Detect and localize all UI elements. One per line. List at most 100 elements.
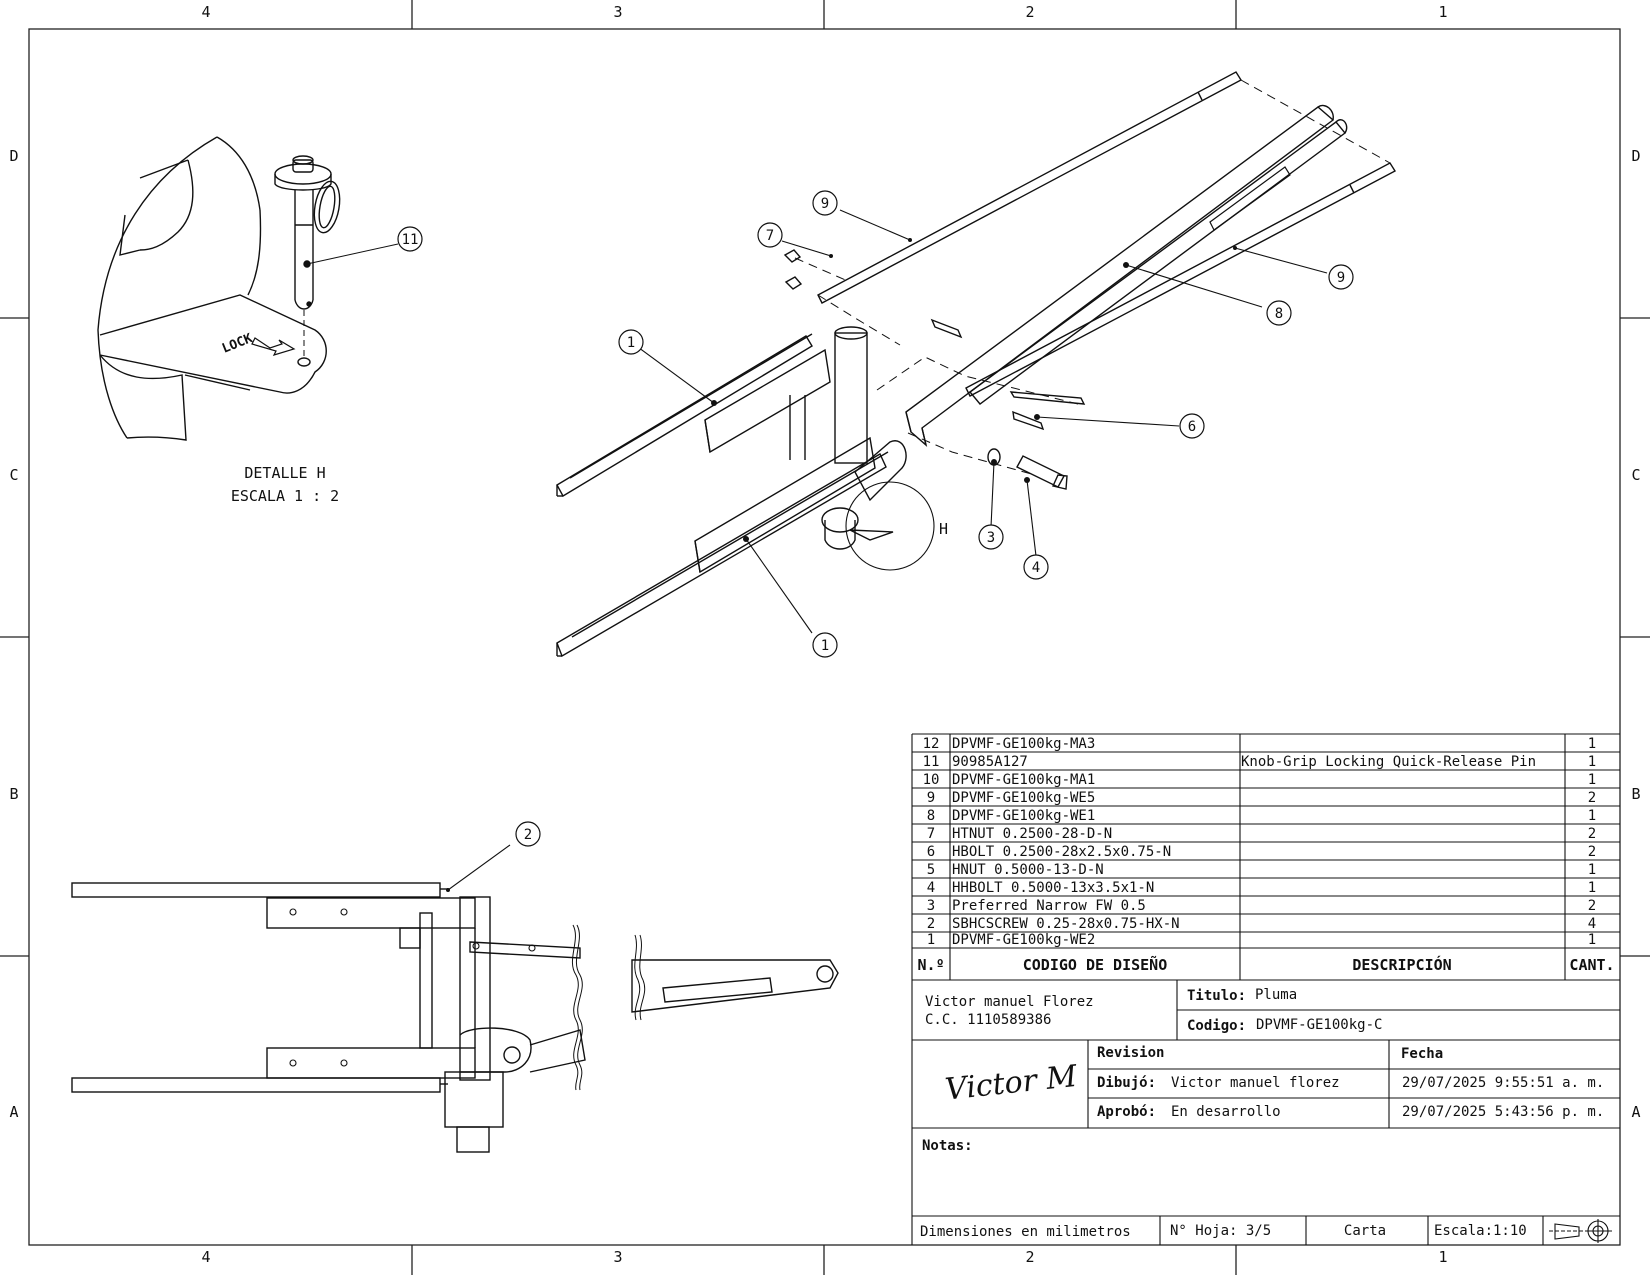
- bom-header-num: N.º: [917, 956, 944, 974]
- bom-row-7-qty: 2: [1588, 844, 1596, 860]
- paper-size: Carta: [1344, 1223, 1386, 1239]
- dibujo-label: Dibujó:: [1097, 1075, 1156, 1091]
- zone-labels: 4 3 2 1 4 3 2 1 D C B A D C B A: [9, 3, 1640, 1266]
- author-id: C.C. 1110589386: [925, 1012, 1051, 1028]
- bom-row-2-qty: 1: [1588, 754, 1596, 770]
- bom-header-code: CODIGO DE DISEÑO: [1023, 955, 1168, 974]
- bom-row-4-num: 9: [927, 790, 935, 806]
- drawing-scale: Escala:1:10: [1434, 1223, 1527, 1239]
- bom-row-1-qty: 1: [1588, 736, 1596, 752]
- zone-row-b-left: B: [9, 785, 18, 803]
- codigo-value: DPVMF-GE100kg-C: [1256, 1017, 1382, 1033]
- detail-lock-engraving: LOCK: [220, 331, 255, 357]
- balloon-2: 2: [524, 827, 532, 843]
- balloon-4: 4: [1032, 560, 1040, 576]
- aprobo-value: En desarrollo: [1171, 1104, 1281, 1120]
- zone-col-1-top: 1: [1438, 3, 1447, 21]
- aprobo-label: Aprobó:: [1097, 1104, 1156, 1120]
- balloon-8: 8: [1275, 306, 1283, 322]
- notas-label: Notas:: [922, 1138, 973, 1154]
- balloon-9-lower: 9: [1337, 270, 1345, 286]
- balloon-1-upper: 1: [627, 335, 635, 351]
- top-view: [71, 882, 839, 1153]
- balloons: [447, 209, 1328, 891]
- zone-col-4-top: 4: [201, 3, 210, 21]
- fecha-label: Fecha: [1401, 1046, 1443, 1062]
- bom-row-8-qty: 1: [1588, 862, 1596, 878]
- zone-col-3-top: 3: [613, 3, 622, 21]
- bom-row-10-num: 3: [927, 898, 935, 914]
- bom-row-12-num: 1: [927, 932, 935, 948]
- zone-row-c-right: C: [1631, 466, 1640, 484]
- bom-row-12-qty: 1: [1588, 932, 1596, 948]
- bom-row-10-qty: 2: [1588, 898, 1596, 914]
- bom-header-desc: DESCRIPCIÓN: [1352, 955, 1451, 974]
- zone-row-a-left: A: [9, 1103, 18, 1121]
- projection-symbol-icon: [1549, 1219, 1612, 1243]
- units-note: Dimensiones en milimetros: [920, 1224, 1131, 1240]
- bom-row-3-qty: 1: [1588, 772, 1596, 788]
- titulo-value: Pluma: [1255, 987, 1297, 1003]
- codigo-label: Codigo:: [1187, 1018, 1246, 1034]
- bom-row-5-qty: 1: [1588, 808, 1596, 824]
- sheet-number: N° Hoja: 3/5: [1170, 1223, 1271, 1239]
- balloon-11: 11: [402, 232, 419, 248]
- balloon-3: 3: [987, 530, 995, 546]
- assembly-dashed-lines: [794, 79, 1391, 476]
- aprobo-date: 29/07/2025 5:43:56 p. m.: [1402, 1104, 1604, 1120]
- bom-row-5-num: 8: [927, 808, 935, 824]
- zone-col-3-bottom: 3: [613, 1248, 622, 1266]
- bom-row-7-num: 6: [927, 844, 935, 860]
- zone-col-4-bottom: 4: [201, 1248, 210, 1266]
- balloon-numbers: 1 1 9 7 8 9 6 3 4 11 2: [402, 196, 1346, 843]
- bom-table: 12 DPVMF-GE100kg-MA3 1 11 90985A127 Knob…: [917, 736, 1614, 974]
- zone-col-2-top: 2: [1025, 3, 1034, 21]
- bom-row-6-qty: 2: [1588, 826, 1596, 842]
- bom-row-1-num: 12: [923, 736, 940, 752]
- bom-row-11-num: 2: [927, 916, 935, 932]
- revision-label: Revision: [1097, 1045, 1164, 1061]
- bom-row-4-qty: 2: [1588, 790, 1596, 806]
- isometric-exploded-view: [556, 71, 1396, 658]
- title-block-grid: [912, 980, 1620, 1245]
- zone-row-c-left: C: [9, 466, 18, 484]
- bom-row-4-code: DPVMF-GE100kg-WE5: [952, 790, 1095, 806]
- bom-table-grid: [911, 733, 1620, 1245]
- bom-row-12-code: DPVMF-GE100kg-WE2: [952, 932, 1095, 948]
- dibujo-date: 29/07/2025 9:55:51 a. m.: [1402, 1075, 1604, 1091]
- bom-row-2-desc: Knob-Grip Locking Quick-Release Pin: [1241, 754, 1536, 770]
- detail-callout-h: H: [939, 520, 948, 538]
- bom-row-9-code: HHBOLT 0.5000-13x3.5x1-N: [952, 880, 1154, 896]
- bom-row-3-num: 10: [923, 772, 940, 788]
- bom-row-6-num: 7: [927, 826, 935, 842]
- dibujo-value: Victor manuel florez: [1171, 1075, 1340, 1091]
- balloon-6: 6: [1188, 419, 1196, 435]
- bom-row-2-num: 11: [923, 754, 940, 770]
- detail-h-view: [97, 136, 399, 441]
- top-view-holes: [289, 908, 536, 1067]
- detail-h-scale: ESCALA 1 : 2: [231, 487, 339, 505]
- bom-row-2-code: 90985A127: [952, 754, 1028, 770]
- bom-row-11-code: SBHCSCREW 0.25-28x0.75-HX-N: [952, 916, 1180, 932]
- bom-header-qty: CANT.: [1569, 956, 1614, 974]
- balloon-dots: [446, 238, 1237, 892]
- detail-h-title: DETALLE H: [244, 464, 325, 482]
- zone-row-d-left: D: [9, 147, 18, 165]
- bom-row-7-code: HBOLT 0.2500-28x2.5x0.75-N: [952, 844, 1171, 860]
- bom-row-5-code: DPVMF-GE100kg-WE1: [952, 808, 1095, 824]
- zone-row-b-right: B: [1631, 785, 1640, 803]
- bom-row-10-code: Preferred Narrow FW 0.5: [952, 898, 1146, 914]
- author-name: Victor manuel Florez: [925, 994, 1094, 1010]
- signature: Victor M: [943, 1059, 1079, 1108]
- bom-row-3-code: DPVMF-GE100kg-MA1: [952, 772, 1095, 788]
- titulo-label: Titulo:: [1187, 988, 1246, 1004]
- bom-row-6-code: HTNUT 0.2500-28-D-N: [952, 826, 1112, 842]
- zone-col-2-bottom: 2: [1025, 1248, 1034, 1266]
- zone-row-a-right: A: [1631, 1103, 1640, 1121]
- bom-row-9-num: 4: [927, 880, 935, 896]
- bom-row-9-qty: 1: [1588, 880, 1596, 896]
- bom-row-11-qty: 4: [1588, 916, 1596, 932]
- balloon-circles: [397, 190, 1354, 847]
- bom-row-1-code: DPVMF-GE100kg-MA3: [952, 736, 1095, 752]
